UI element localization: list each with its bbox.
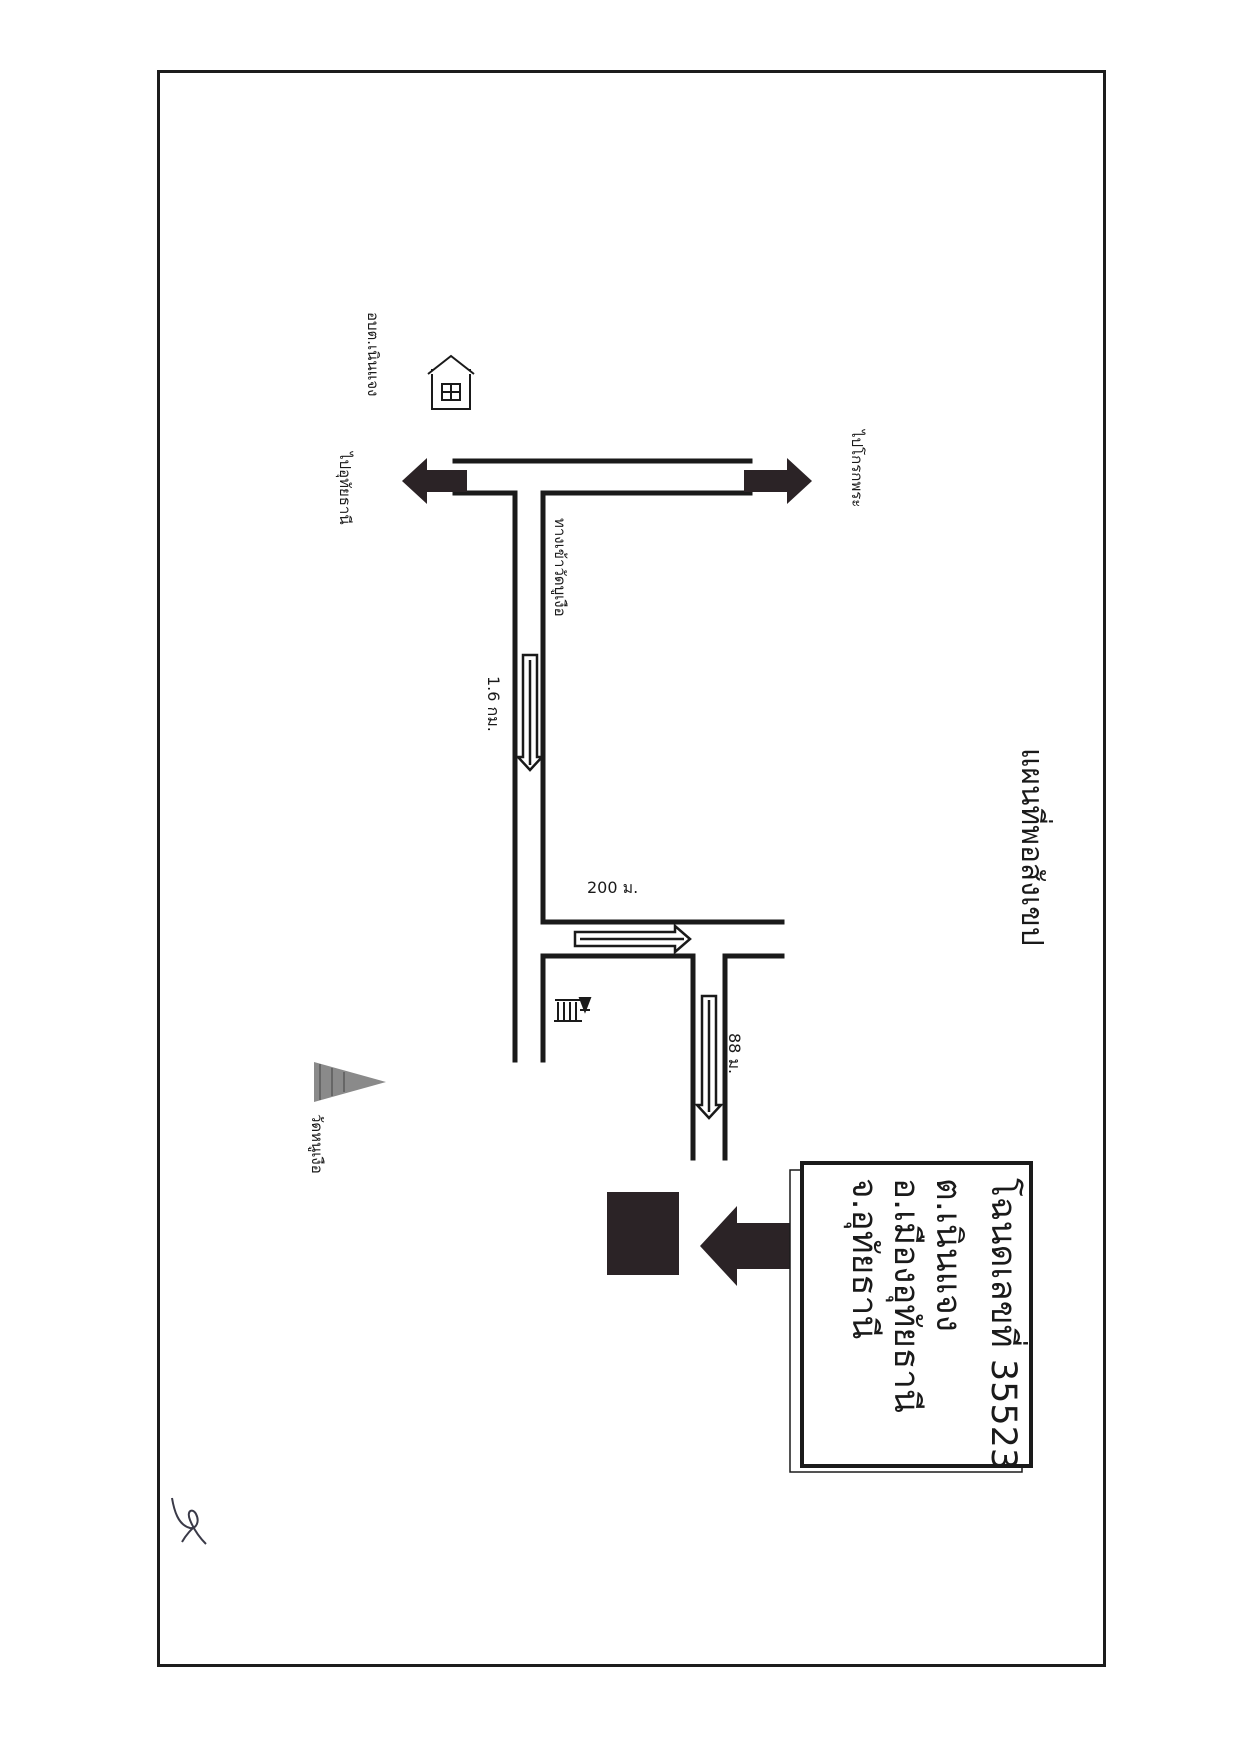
label-to-uthai: ไปอุทัยธานี: [335, 451, 354, 525]
direction-arrow-down-2: [694, 994, 724, 1120]
to-uthai-arrow-icon: [402, 458, 467, 504]
label-to-korakphra: ไปโกรกพระ: [848, 429, 866, 507]
direction-arrow-right: [573, 923, 692, 955]
destination-line-1: โฉนดเลขที่ 35523: [983, 1178, 1028, 1470]
destination-line-4: จ.อุทัยธานี: [844, 1178, 884, 1339]
distance-road-2: 200 ม.: [587, 878, 638, 897]
signature-mark: [171, 1497, 207, 1545]
distance-road-3: 88 ม.: [725, 1033, 744, 1074]
distance-road-1: 1.6 กม.: [484, 676, 503, 732]
destination-line-2: ต.เนินแจง: [928, 1178, 968, 1332]
destination-box: [789, 1161, 1033, 1473]
land-plot-icon: [607, 1192, 679, 1275]
label-obt: อบต.เนินแจง: [364, 312, 382, 396]
pagoda-icon: [314, 1062, 386, 1102]
destination-line-3: อ.เมืองอุทัยธานี: [886, 1178, 926, 1413]
map-title: แผนที่พอสังเขป: [1014, 748, 1053, 946]
house-icon: [427, 354, 475, 410]
to-korakphra-arrow-icon: [744, 458, 812, 504]
map-frame: [157, 70, 1106, 1667]
label-to-wat: ทางเข้าวัดบูเงือ: [551, 518, 569, 617]
pointer-arrow-icon: [700, 1206, 793, 1286]
shrine-icon: [554, 997, 592, 1022]
roads: [452, 458, 785, 1161]
direction-arrow-down-1: [515, 653, 545, 772]
label-wat: วัดหนูเงือ: [308, 1114, 326, 1174]
